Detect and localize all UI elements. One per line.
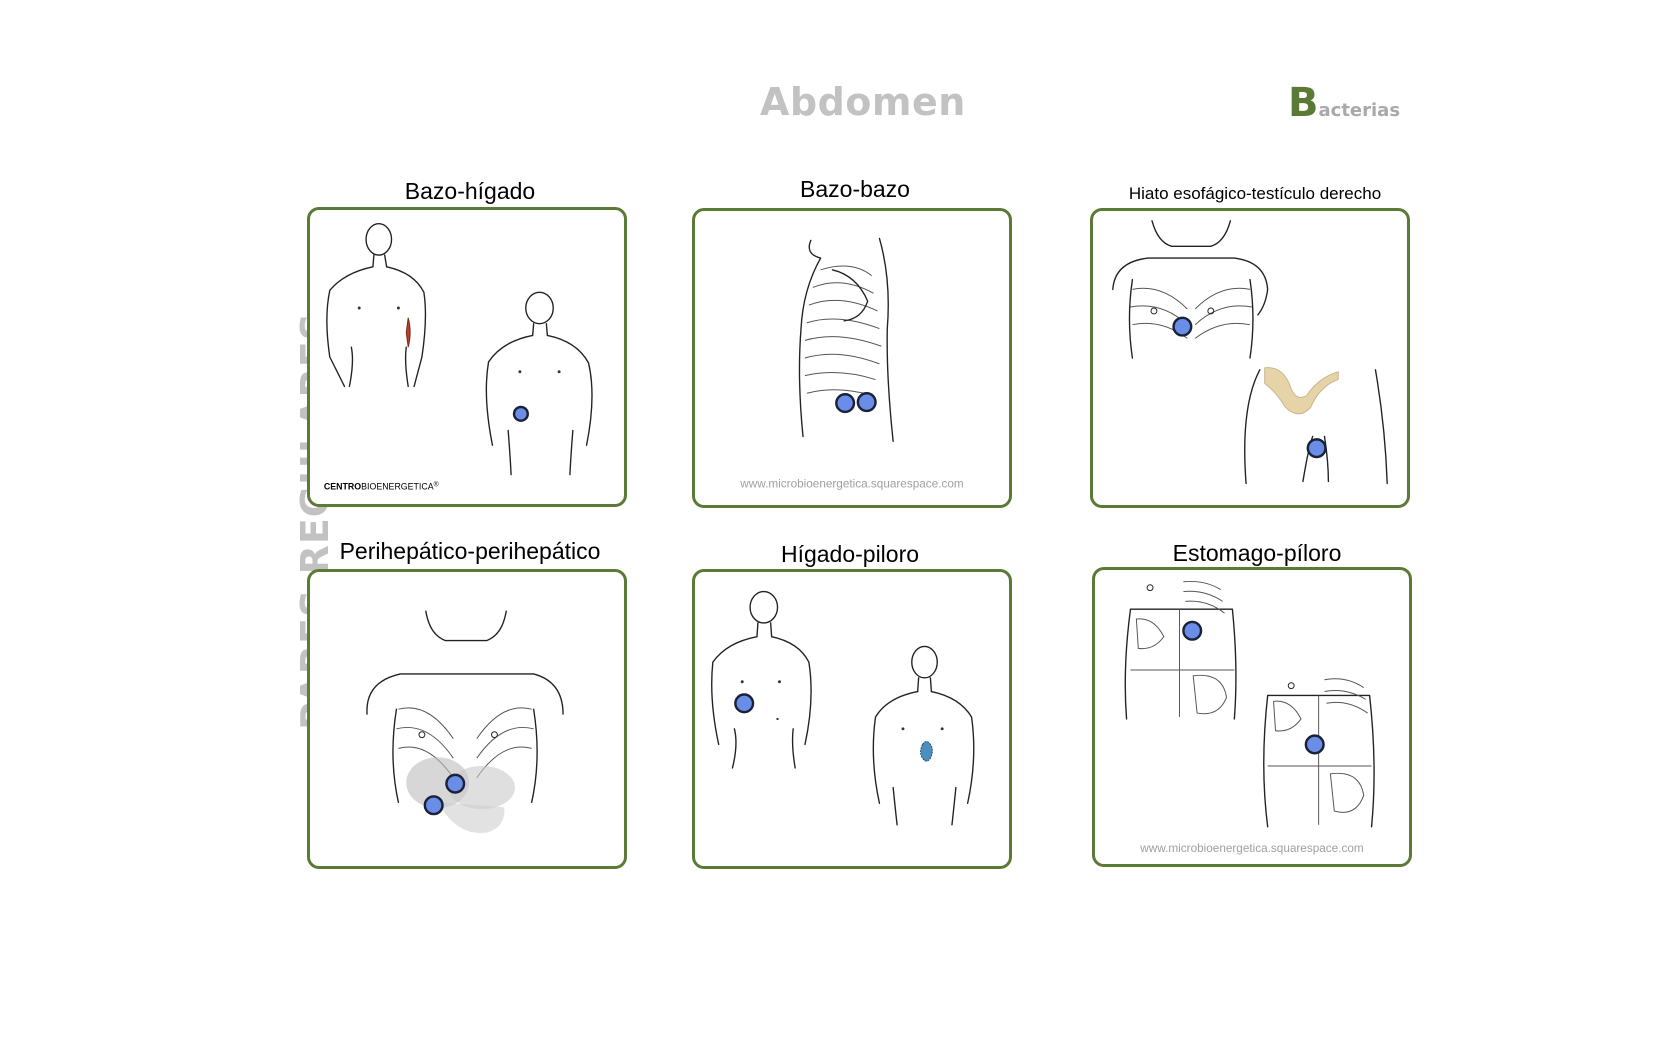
illustration-perihepatico [366, 610, 564, 834]
panel-bazo-bazo: www.microbioenergetica.squarespace.com [692, 208, 1012, 508]
acupoint-marker-1 [835, 393, 856, 414]
panel-title-higado-piloro: Hígado-piloro [780, 541, 920, 567]
panel-title-bazo-bazo: Bazo-bazo [800, 176, 910, 202]
pylorus-marker [920, 741, 933, 762]
panel-title-bazo-higado: Bazo-hígado [404, 178, 536, 204]
panel-estomago-piloro: www.microbioenergetica.squarespace.com [1092, 567, 1412, 867]
panel-title-hiato-testiculo: Hiato esofágico-testículo derecho [1128, 184, 1382, 203]
illustration-estomago-piloro: www.microbioenergetica.squarespace.com [1124, 580, 1375, 855]
illustration-higado-piloro [711, 590, 975, 826]
acupoint-marker-2 [1304, 734, 1325, 755]
acupoint-marker-2 [1306, 438, 1327, 459]
ribcage-side-view [798, 237, 894, 442]
illustration-bazo-higado: CENTROBIOENERGETICA® [324, 223, 593, 492]
acupoint-marker-2 [856, 392, 877, 413]
torso-figure-right [485, 291, 593, 476]
torso-figure-left [711, 590, 812, 769]
centro-logo: CENTROBIOENERGETICA® [324, 480, 439, 492]
acupoint-marker-1 [1182, 620, 1203, 641]
page-title: Abdomen [760, 80, 966, 124]
panel-perihepatico [307, 569, 627, 869]
panel-higado-piloro [692, 569, 1012, 869]
panel-title-perihepatico: Perihepático-perihepático [339, 538, 601, 564]
abdomen-figure-bottom [1263, 678, 1375, 828]
brand-logo: Bacterias [1288, 80, 1400, 126]
pelvis-figure [1244, 367, 1388, 485]
panel-title-estomago-piloro: Estomago-píloro [1172, 540, 1342, 566]
watermark: www.microbioenergetica.squarespace.com [739, 477, 964, 490]
torso-figure-right [872, 645, 975, 826]
spleen-marker [405, 317, 411, 348]
acupoint-marker [512, 405, 529, 422]
panel-bazo-higado: CENTROBIOENERGETICA® [307, 207, 627, 507]
panel-hiato-testiculo [1090, 208, 1410, 508]
ribcage-front-view [1112, 220, 1269, 359]
ribcage-organs-view [366, 610, 564, 834]
brand-initial: B [1288, 80, 1319, 126]
watermark: www.microbioenergetica.squarespace.com [1139, 842, 1364, 855]
acupoint-marker-2 [423, 795, 444, 816]
torso-figure-left [326, 223, 427, 388]
acupoint-marker [734, 693, 755, 714]
acupoint-marker-1 [445, 773, 466, 794]
illustration-bazo-bazo: www.microbioenergetica.squarespace.com [739, 237, 964, 490]
abdomen-figure-top [1124, 580, 1237, 720]
brand-rest: acterias [1318, 100, 1401, 121]
illustration-hiato-testiculo [1112, 220, 1388, 485]
acupoint-marker-1 [1172, 316, 1193, 337]
